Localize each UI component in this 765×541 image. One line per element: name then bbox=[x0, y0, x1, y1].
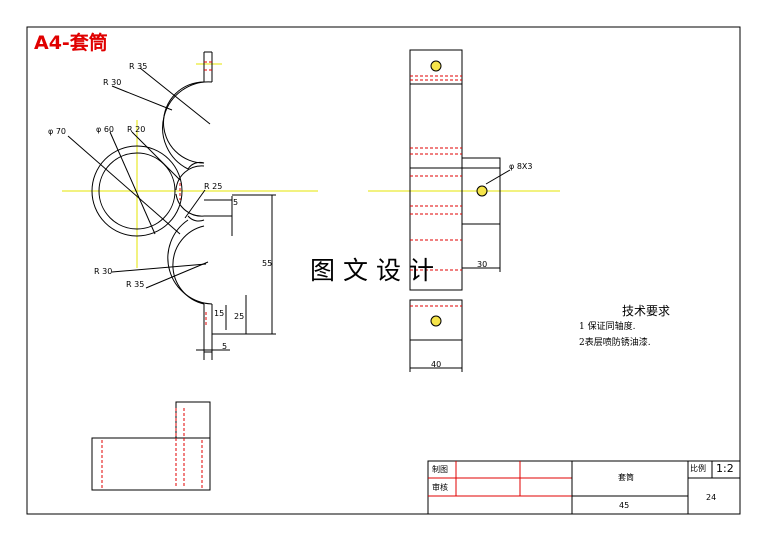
dim-d70: φ 70 bbox=[48, 127, 66, 136]
dim-r35-top: R 35 bbox=[129, 62, 148, 71]
leader-r35-top bbox=[139, 67, 211, 125]
leader-r30-top bbox=[111, 85, 173, 111]
dim-w5: 5 bbox=[222, 342, 228, 351]
dim-r20: R 20 bbox=[127, 125, 146, 134]
dim-r25: R 25 bbox=[204, 182, 223, 191]
tb-material-code: 45 bbox=[619, 501, 630, 510]
requirements-title: 技术要求 bbox=[622, 304, 671, 318]
top-view-tab bbox=[175, 401, 211, 439]
side-top-hole bbox=[430, 60, 442, 72]
dim-h15: 15 bbox=[214, 309, 225, 318]
inner-circle-d60 bbox=[98, 152, 176, 230]
dim-hole: φ 8X3 bbox=[509, 162, 533, 171]
tb-scale-label: 比例 bbox=[690, 464, 706, 473]
dim-hole-leader bbox=[485, 169, 511, 185]
top-view-body bbox=[91, 437, 211, 491]
dim-h25: 25 bbox=[234, 312, 245, 321]
tb-checked-label: 审核 bbox=[432, 483, 448, 492]
leader-r20 bbox=[131, 131, 181, 181]
dim-w30: 30 bbox=[477, 260, 488, 269]
mid-arc-4 bbox=[187, 215, 205, 222]
requirement-1: 1 保证同轴度. bbox=[579, 322, 636, 332]
requirement-2: 2表层喷防锈油漆. bbox=[579, 338, 651, 348]
dim-r30-top: R 30 bbox=[103, 78, 122, 87]
side-middle-hole bbox=[476, 185, 488, 197]
leader-r25 bbox=[184, 189, 206, 219]
tb-scale-value: 1:2 bbox=[716, 462, 734, 475]
dim-w40: 40 bbox=[431, 360, 442, 369]
leader-r30-bottom bbox=[111, 263, 207, 273]
mid-arc-1 bbox=[187, 161, 205, 170]
tb-part-name: 套筒 bbox=[618, 473, 634, 482]
sheet-border bbox=[26, 26, 741, 515]
top-view bbox=[91, 401, 211, 491]
leader-d60 bbox=[109, 131, 156, 235]
top-arc-inner bbox=[163, 81, 205, 164]
title-block bbox=[427, 460, 741, 515]
bottom-arc-inner bbox=[172, 225, 205, 305]
dim-d60: φ 60 bbox=[96, 125, 114, 134]
top-arc-outer bbox=[162, 81, 213, 170]
outer-circle-d70 bbox=[91, 145, 183, 237]
tb-drawn-label: 制图 bbox=[432, 465, 448, 474]
side-bottom-block bbox=[409, 299, 463, 341]
mid-arc-3 bbox=[175, 193, 205, 217]
front-view bbox=[62, 51, 318, 360]
dim-r35-bottom: R 35 bbox=[126, 280, 145, 289]
side-bottom-hole bbox=[430, 315, 442, 327]
leader-d70 bbox=[67, 135, 181, 235]
dim-h55: 55 bbox=[262, 259, 273, 268]
side-view bbox=[368, 49, 560, 372]
side-boss bbox=[461, 157, 501, 225]
dim-gap5: 5 bbox=[233, 198, 239, 207]
mid-arc-2 bbox=[175, 165, 205, 191]
tb-sheet-code: 24 bbox=[706, 493, 717, 502]
watermark: 图文设计 bbox=[310, 256, 443, 285]
leader-r35-bottom bbox=[145, 261, 209, 289]
sheet-title: A4-套筒 bbox=[34, 32, 108, 54]
dim-r30-bottom: R 30 bbox=[94, 267, 113, 276]
title-block-frame bbox=[427, 460, 741, 515]
